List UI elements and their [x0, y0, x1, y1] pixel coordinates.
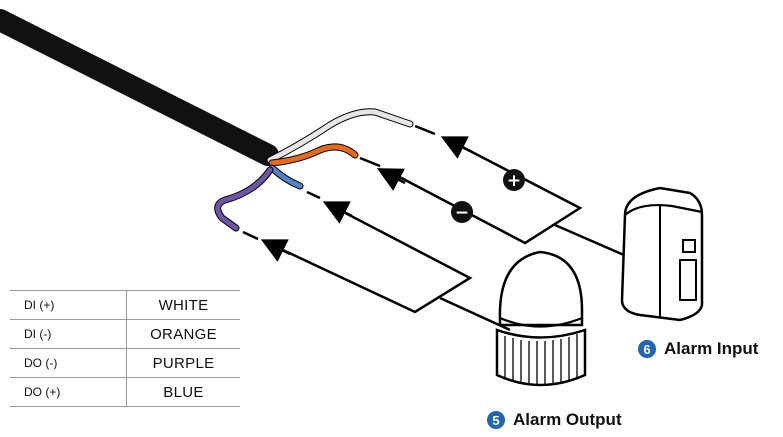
- orange-wire-core: [269, 144, 358, 166]
- purple-wire-core: [215, 167, 273, 231]
- alarm-input-arrow-top: [440, 136, 471, 159]
- alarm-output-arrow-top: [322, 201, 353, 224]
- blue-wire-core: [269, 165, 303, 189]
- alarm-input-number-badge: 6: [638, 340, 656, 358]
- alarm-output-loop: [267, 203, 473, 314]
- blue-wire-dash: [306, 190, 321, 200]
- color-cell: BLUE: [126, 377, 240, 407]
- white-wire-dash: [414, 124, 436, 136]
- alarm-input-loop: [389, 136, 583, 245]
- table-row: DI (-) ORANGE: [10, 319, 240, 349]
- alarm-output-number-badge: 5: [487, 411, 505, 429]
- alarm-input-label: Alarm Input: [664, 339, 759, 358]
- color-cell: PURPLE: [126, 348, 240, 378]
- alarm-output-device: [495, 250, 587, 387]
- main-cable: [0, 9, 279, 166]
- plus-marker: +: [503, 169, 525, 191]
- purple-wire-dash: [242, 230, 259, 241]
- signal-cell: DI (+): [10, 290, 127, 320]
- svg-text:−: −: [455, 203, 469, 223]
- minus-marker: −: [451, 201, 473, 223]
- table-row: DO (-) PURPLE: [10, 348, 240, 378]
- signal-cell: DI (-): [10, 319, 127, 349]
- color-cell: WHITE: [126, 290, 240, 320]
- table-row: DI (+) WHITE: [10, 290, 240, 320]
- alarm-output-arrow-bottom: [260, 239, 291, 262]
- table-row: DO (+) BLUE: [10, 377, 240, 407]
- alarm-output-label: Alarm Output: [513, 410, 622, 429]
- alarm-output-lead: [439, 296, 511, 332]
- alarm-input-arrow-bottom: [376, 168, 406, 191]
- svg-text:+: +: [507, 171, 521, 191]
- alarm-output-callout: 5 Alarm Output: [487, 410, 622, 430]
- signal-cell: DO (-): [10, 348, 127, 378]
- white-wire-core: [267, 109, 413, 163]
- color-cell: ORANGE: [126, 319, 240, 349]
- alarm-input-callout: 6 Alarm Input: [638, 339, 758, 359]
- signal-cell: DO (+): [10, 377, 127, 407]
- orange-wire-dash: [359, 156, 381, 168]
- wire-color-table: DI (+) WHITE DI (-) ORANGE DO (-) PURPLE…: [10, 290, 240, 407]
- alarm-input-device: [620, 186, 704, 322]
